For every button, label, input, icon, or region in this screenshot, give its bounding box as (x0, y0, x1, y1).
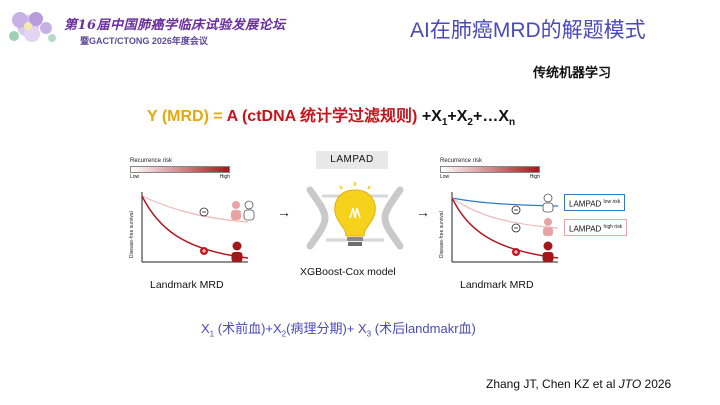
risk-low-label: Low (440, 174, 450, 180)
patient-pink-icon (231, 201, 241, 220)
formula-x1: +X1+X2+…Xn (417, 108, 516, 129)
patient-white-icon (542, 193, 554, 213)
arrow-right-icon: → (416, 204, 430, 220)
arrow-right-icon: → (277, 204, 291, 220)
risk-gradient-bar (440, 166, 540, 173)
high-risk-curve (141, 195, 249, 259)
risk-legend-title: Recurrence risk (130, 158, 173, 164)
blue-low-risk-curve (451, 197, 559, 207)
left-y-axis-label: Disease-free survival (129, 211, 135, 258)
lampad-low-risk-box: LAMPAD low risk (564, 194, 626, 211)
right-survival-panel: Recurrence risk Low High (440, 158, 560, 180)
risk-gradient-ends: Low High (130, 174, 230, 180)
risk-high-label: High (529, 174, 540, 180)
right-y-axis-label: Disease-free survival (439, 211, 445, 258)
main-formula: Y (MRD) = A (ctDNA 统计学过滤规则) +X1+X2+…Xn (147, 102, 515, 128)
risk-high-label: High (219, 174, 230, 180)
variables-formula: X1 (术前血)+X2(病理分期)+ X3 (术后landmakr血) (201, 321, 476, 339)
patient-red-icon (542, 241, 554, 262)
risk-low-label: Low (130, 174, 140, 180)
citation: Zhang JT, Chen KZ et al JTO 2026 (486, 377, 672, 391)
low-risk-curve (141, 195, 249, 223)
right-panel-caption: Landmark MRD (460, 279, 534, 291)
risk-legend-title: Recurrence risk (440, 158, 483, 164)
left-panel-caption: Landmark MRD (150, 279, 224, 291)
lightbulb-dna-icon (306, 182, 404, 250)
flower-logo-icon (9, 12, 56, 42)
patient-pink-icon (543, 218, 553, 236)
slide-subtitle: 传统机器学习 (533, 65, 612, 80)
slide-title: AI在肺癌MRD的解题模式 (410, 19, 646, 42)
red-high-risk-curve (451, 197, 559, 259)
formula-a: A (ctDNA 统计学过滤规则) (226, 108, 418, 125)
left-survival-panel: Recurrence risk Low High (130, 158, 250, 180)
left-survival-plot: Disease-free survival (129, 192, 255, 263)
model-caption: XGBoost-Cox model (300, 266, 396, 278)
conference-logo: 第16届中国肺癌学临床试验发展论坛 暨GACT/CTONG 2026年度会议 (6, 6, 306, 50)
pink-curve (451, 197, 559, 229)
risk-gradient-ends: Low High (440, 174, 540, 180)
risk-gradient-bar (130, 166, 230, 173)
patient-white-icon (243, 200, 255, 221)
lampad-tag: LAMPAD (316, 151, 388, 169)
patient-red-icon (231, 241, 243, 262)
formula-y: Y (MRD) = (147, 108, 227, 125)
right-survival-plot: Disease-free survival (439, 192, 559, 263)
conference-subtitle: 暨GACT/CTONG 2026年度会议 (80, 36, 208, 46)
conference-title: 第16届中国肺癌学临床试验发展论坛 (64, 18, 286, 33)
lampad-high-risk-box: LAMPAD high risk (564, 219, 628, 236)
